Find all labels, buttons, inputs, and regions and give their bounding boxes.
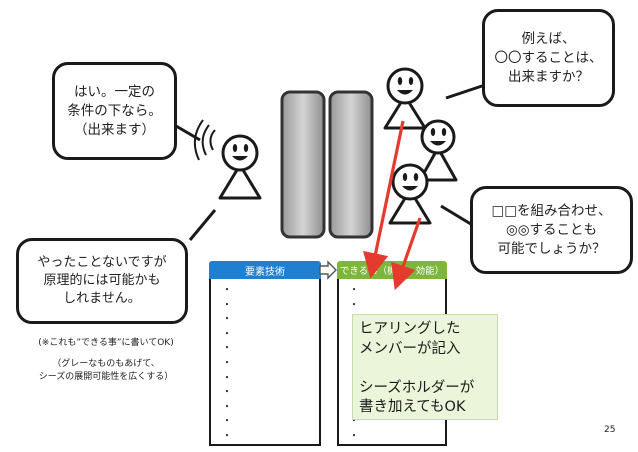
person-icon (218, 134, 262, 200)
door-icon (280, 90, 374, 239)
sound-waves-icon (193, 119, 216, 161)
speech-bubble-possible-answer: やったことないですが 原理的には可能かも しれません。 (16, 238, 188, 324)
column-element-technology (209, 279, 321, 446)
person-icon (388, 163, 432, 225)
header-capabilities: できる事（機能・効能） (337, 261, 447, 279)
note-also-write: (※これも”できる事”に書いてOK) (38, 338, 174, 348)
page-number: 25 (604, 425, 616, 435)
header-element-technology: 要素技術 (209, 261, 321, 279)
speech-bubble-example-question: 例えば、 〇〇することは、 出来ますか？ (482, 9, 615, 107)
note-gray-items: （グレーなものもあげて、 シーズの展開可能性を広くする） (38, 359, 174, 382)
hearing-note-box: ヒアリングした メンバーが記入 シーズホルダーが 書き加えてもOK (352, 314, 498, 420)
speech-bubble-yes-answer: はい。一定の 条件の下なら。 （出来ます） (52, 62, 177, 160)
speech-bubble-combination-question: □□を組み合わせ、 ◎◎することも 可能でしょうか？ (470, 186, 633, 274)
person-icon (383, 67, 427, 130)
dotted-list-left: ・ ・ ・ ・ ・ ・ ・ ・ ・ ・ ・ (222, 285, 232, 442)
person-icon (418, 119, 458, 182)
